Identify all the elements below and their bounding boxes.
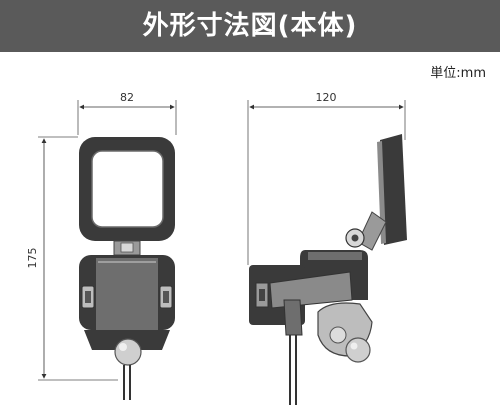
side-light-edge [377, 141, 386, 244]
side-arm [357, 211, 387, 251]
side-view: 120 [247, 91, 407, 405]
side-bracket-leg [283, 299, 303, 336]
front-light-lens [91, 150, 164, 228]
front-sensor-dome [114, 338, 142, 366]
side-sensor-knob [329, 326, 347, 344]
unit-label: 単位:mm [430, 66, 486, 81]
front-body-panel [96, 258, 158, 330]
page-title: 外形寸法図(本体) [142, 11, 358, 41]
height-label: 175 [26, 248, 39, 269]
side-body-top [308, 252, 362, 260]
side-bracket [269, 271, 353, 309]
front-view: 82 175 [26, 91, 177, 400]
side-hinge-pin [351, 234, 359, 242]
side-sensor-dome [345, 337, 371, 363]
side-mount-clip-slot [259, 289, 265, 301]
title-banner: 外形寸法図(本体) [0, 0, 500, 52]
front-sensor-highlight [119, 343, 127, 351]
side-width-label: 120 [316, 91, 337, 104]
side-sensor-highlight [350, 342, 358, 350]
front-width-label: 82 [120, 91, 134, 104]
side-light-head [380, 134, 407, 245]
front-neck-knob [120, 242, 134, 253]
front-clip-left-slot [85, 291, 91, 303]
front-clip-right-slot [163, 291, 169, 303]
